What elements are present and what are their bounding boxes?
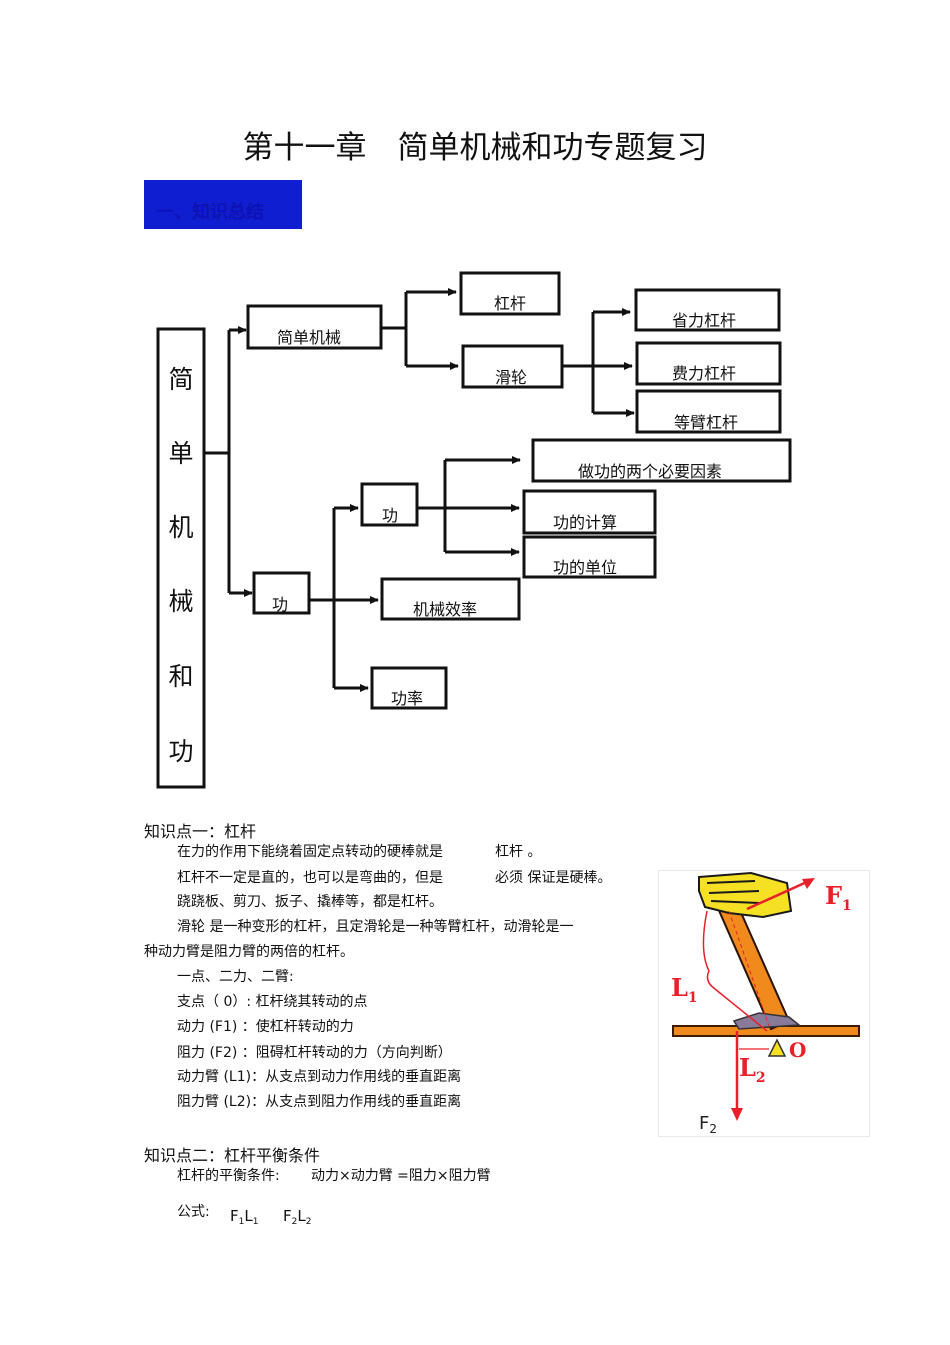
kp1-line1a: 在力的作用下能绕着固定点转动的硬棒就是 [177, 844, 443, 860]
lever-illustration: F1 L1 O L2 F2 [671, 871, 860, 1136]
node-box-force-costing-lever [635, 341, 782, 386]
section-heading-knowledge-summary: 一、知识总结 [144, 180, 302, 229]
kp2-heading: 知识点二：杠杆平衡条件 [144, 1146, 321, 1165]
node-work-unit: 功的单位 [553, 558, 617, 577]
kp1-line4: 滑轮 是一种变形的杠杆，且定滑轮是一种等臂杠杆，动滑轮是一 [177, 919, 574, 935]
kp1-effort-force: 动力 (F1) ：使杠杆转动的力 [177, 1019, 354, 1035]
node-box-efficiency [380, 577, 521, 621]
concept-map: 简 单 机 械 和 功 简单机械 杠杆 滑轮 省力杠杆 费力杠杆 等臂杠杆 做功… [156, 271, 792, 789]
section-heading-label: 一、知识总结 [156, 202, 264, 223]
kp1-line5: 种动力臂是阻力臂的两倍的杠杆。 [144, 944, 354, 960]
label-l1: L1 [671, 973, 698, 1006]
node-efficiency: 机械效率 [413, 600, 477, 619]
kp1-heading: 知识点一：杠杆 [144, 822, 257, 841]
page-title: 第十一章 简单机械和功专题复习 [242, 130, 708, 166]
kp1-effort-arm: 动力臂 (L1)：从支点到动力作用线的垂直距离 [177, 1069, 462, 1085]
kp2-formula-right: F2L2 [283, 1207, 312, 1227]
node-box-work-factors [531, 438, 792, 483]
kp1-line1b: 杠杆 。 [495, 844, 542, 860]
node-box-work-main [252, 571, 311, 615]
root-char-3: 机 [168, 513, 193, 542]
root-char-5: 和 [168, 662, 193, 691]
node-box-equal-arm-lever [635, 389, 782, 434]
kp1-resistance-arm: 阻力臂 (L2)：从支点到阻力作用线的垂直距离 [177, 1094, 462, 1110]
node-equal-arm-lever: 等臂杠杆 [674, 413, 738, 432]
lever-figure: F1 L1 O L2 F2 [658, 870, 870, 1137]
node-box-work-unit [522, 535, 657, 579]
node-pulley: 滑轮 [495, 368, 527, 387]
node-box-power [370, 666, 448, 710]
root-char-4: 械 [168, 587, 193, 616]
kp1-line2a: 杠杆不一定是直的，也可以是弯曲的，但是 [177, 870, 443, 886]
node-box-force-saving-lever [634, 288, 781, 332]
kp2-formula-left: F1L1 [230, 1207, 259, 1227]
node-work-calculation: 功的计算 [553, 513, 617, 532]
node-box-work-sub [360, 482, 419, 527]
root-char-2: 单 [168, 439, 193, 468]
node-lever: 杠杆 [494, 294, 526, 313]
node-force-saving-lever: 省力杠杆 [672, 311, 736, 330]
node-force-costing-lever: 费力杠杆 [672, 364, 736, 383]
kp2-formula-label: 公式: [177, 1204, 210, 1220]
node-simple-machine: 简单机械 [277, 328, 341, 347]
kp1-line2b: 必须 保证是硬棒。 [495, 870, 612, 886]
label-o: O [789, 1038, 806, 1062]
label-l2: L2 [739, 1053, 766, 1086]
kp2-condition-label: 杠杆的平衡条件: [177, 1168, 280, 1184]
root-char-6: 功 [168, 737, 193, 766]
kp1-line6: 一点、二力、二臂: [177, 969, 294, 985]
node-box-work-calculation [522, 489, 657, 535]
label-f2: F2 [699, 1113, 717, 1136]
kp1-fulcrum: 支点（ 0）: 杠杆绕其转动的点 [177, 994, 368, 1010]
root-char-1: 简 [168, 365, 193, 394]
kp1-line3: 跷跷板、剪刀、扳子、撬棒等，都是杠杆。 [177, 894, 443, 910]
root-box [156, 327, 206, 789]
node-power: 功率 [391, 689, 423, 708]
node-work-factors: 做功的两个必要因素 [578, 462, 722, 481]
kp1-resistance-force: 阻力 (F2) ：阻碍杠杆转动的力（方向判断） [177, 1045, 452, 1061]
node-box-lever [459, 271, 561, 316]
node-work-sub: 功 [382, 506, 398, 525]
label-f1: F1 [825, 881, 852, 914]
kp2-condition: 动力×动力臂 =阻力×阻力臂 [311, 1168, 491, 1184]
node-work-main: 功 [272, 595, 288, 614]
